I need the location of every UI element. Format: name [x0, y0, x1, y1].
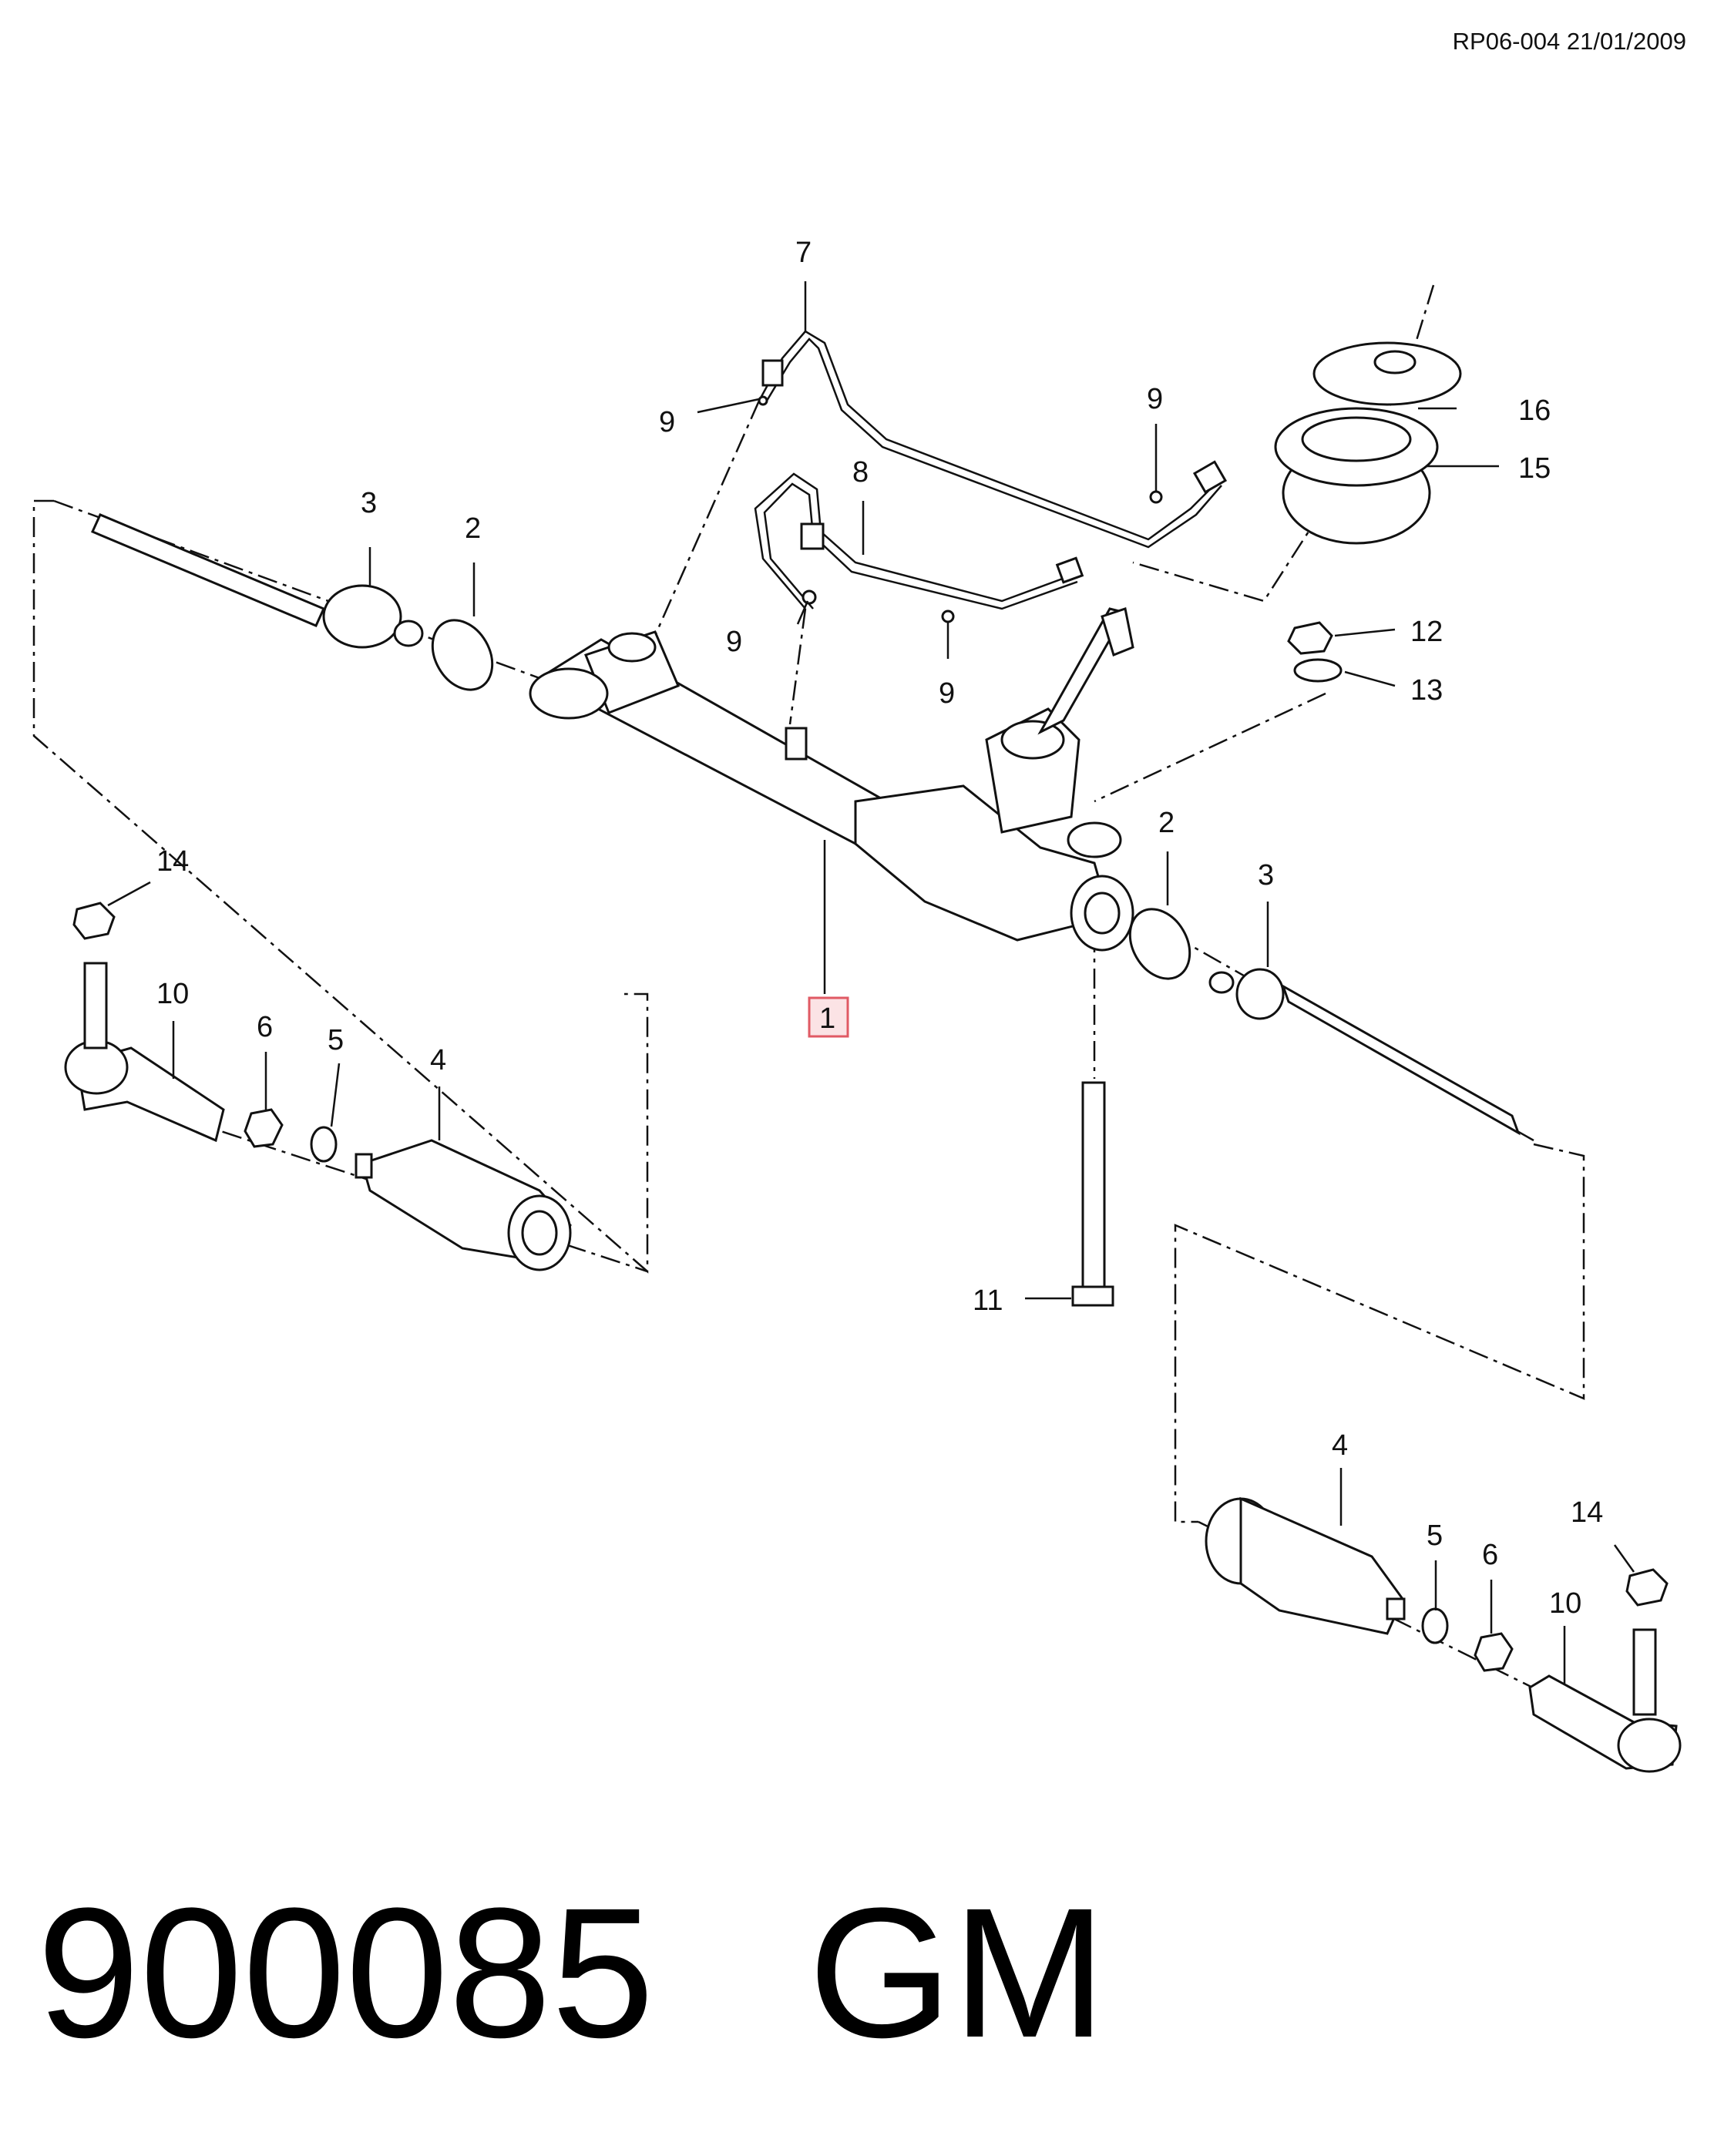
callout-3-left: 3 — [361, 487, 377, 519]
clip-9-d — [941, 610, 955, 623]
rubber-mount-15 — [1274, 407, 1439, 545]
callout-5-left: 5 — [328, 1024, 344, 1056]
nut-6-left — [244, 1108, 284, 1148]
part-number: 900085 — [37, 1869, 654, 2076]
callout-10-right: 10 — [1549, 1587, 1581, 1620]
clip-9-a — [758, 395, 768, 406]
callout-9-middle: 9 — [726, 626, 742, 658]
inner-tie-rod-3-left — [90, 513, 424, 649]
callout-16: 16 — [1518, 395, 1551, 427]
callout-2-left: 2 — [465, 512, 481, 545]
washer-16 — [1312, 341, 1462, 406]
tie-rod-end-10-right — [1528, 1628, 1682, 1773]
callout-4-left: 4 — [430, 1044, 446, 1076]
nut-12 — [1287, 621, 1333, 655]
clip-9-c — [802, 589, 817, 605]
callout-14-right: 14 — [1571, 1496, 1603, 1529]
boot-4-left — [355, 1139, 572, 1271]
callout-1: 1 — [819, 1002, 835, 1035]
pipe-axis-8 — [788, 608, 807, 725]
clamp-5-right — [1421, 1607, 1449, 1644]
callout-15: 15 — [1518, 452, 1551, 485]
tie-rod-end-10-left — [64, 962, 225, 1143]
callout-10-left: 10 — [156, 978, 189, 1010]
inner-tie-rod-3-right — [1208, 968, 1521, 1136]
right-tie-rod-phantom-outline — [1174, 1143, 1585, 1523]
left-tie-rod-phantom-outline — [32, 499, 649, 1274]
callout-7: 7 — [795, 237, 812, 269]
callout-4-right: 4 — [1332, 1429, 1348, 1462]
callout-14-left: 14 — [156, 845, 189, 878]
nut-14-left — [72, 902, 116, 940]
callout-11: 11 — [973, 1285, 1003, 1317]
steering-rack-housing — [529, 607, 1134, 952]
callout-1-highlight-box — [808, 996, 849, 1038]
clip-9-b — [1149, 490, 1163, 504]
nut-14-right — [1625, 1568, 1669, 1607]
callout-5-right: 5 — [1427, 1520, 1443, 1552]
callout-8: 8 — [852, 456, 869, 489]
ring-2-left — [431, 619, 494, 691]
callout-2-right: 2 — [1158, 807, 1175, 839]
boot-4-right — [1205, 1496, 1406, 1635]
pipe-8 — [754, 472, 1084, 610]
callout-3-right: 3 — [1258, 859, 1274, 892]
callout-9-lower: 9 — [939, 677, 955, 710]
callout-13: 13 — [1410, 674, 1443, 707]
bolt-phantom-line — [1094, 692, 1326, 803]
reference-code: RP06-004 21/01/2009 — [1452, 28, 1686, 55]
callout-6-right: 6 — [1482, 1539, 1498, 1571]
pipe-7 — [758, 330, 1228, 549]
callout-6-left: 6 — [257, 1011, 273, 1043]
callout-12: 12 — [1410, 616, 1443, 648]
pipe-axis-7 — [638, 400, 761, 671]
brand: GM — [808, 1869, 1107, 2076]
clamp-5-left — [310, 1126, 338, 1163]
callout-9-top-right: 9 — [1147, 383, 1163, 415]
ring-2-right — [1128, 908, 1191, 980]
callout-9-top-left: 9 — [659, 406, 675, 438]
part-number-footer: 900085 GM — [37, 1880, 1107, 2065]
washer-13 — [1293, 658, 1343, 683]
nut-6-right — [1474, 1632, 1514, 1672]
bolt-11 — [1071, 1081, 1114, 1307]
